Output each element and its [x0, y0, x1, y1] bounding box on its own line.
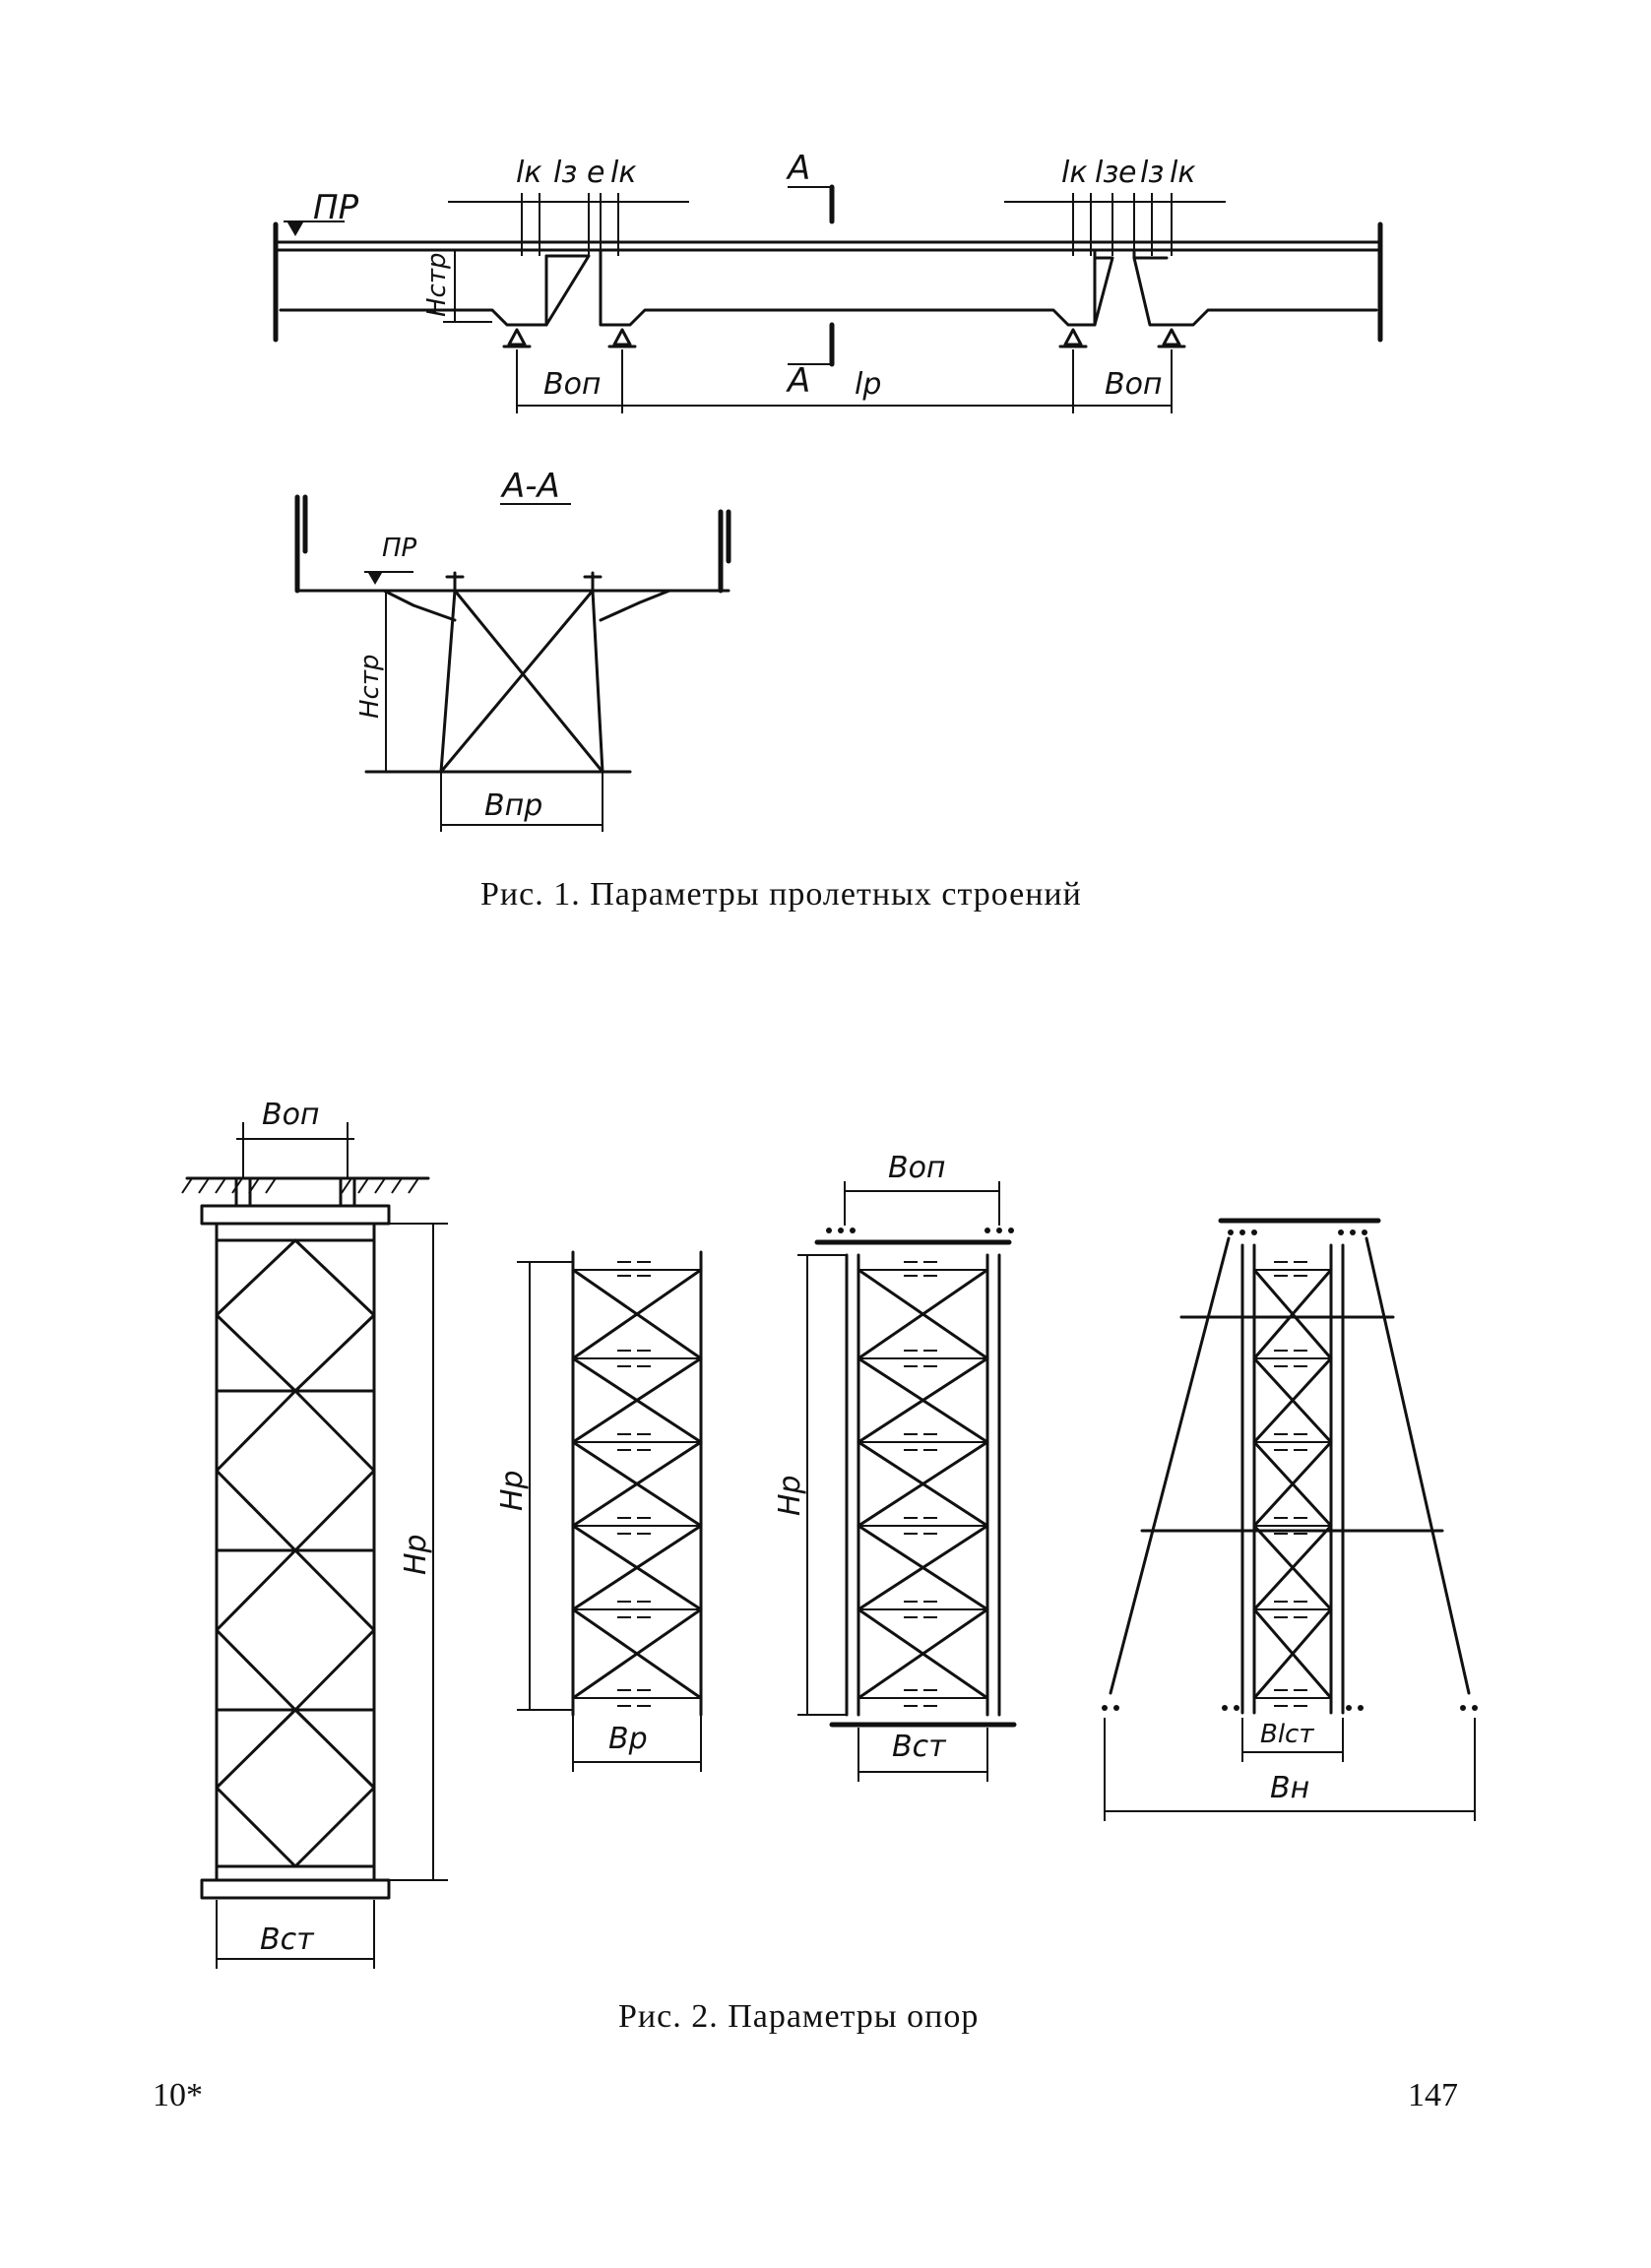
support-splayed: Blст Bн	[1102, 1218, 1478, 1821]
bearing-1	[502, 328, 532, 348]
level-marker-icon	[287, 222, 303, 236]
b-op-label-2: Bоп	[1105, 367, 1163, 402]
page-left-mark: 10*	[153, 2077, 203, 2113]
h-p-label-a: Hр	[399, 1534, 433, 1575]
h-str-label-section: Hстр	[355, 655, 385, 720]
section-a-a: A-A ПР Hстр Bпр	[294, 467, 731, 832]
page-number: 147	[1408, 2077, 1458, 2113]
b-n-label: Bн	[1270, 1771, 1309, 1805]
b-op-label-c: Bоп	[888, 1151, 946, 1185]
b-st-label-c: Bст	[892, 1730, 947, 1764]
lz-label-2: lз	[1095, 156, 1118, 190]
support-double: Bоп Hр	[773, 1151, 1017, 1782]
lz-label-1: lз	[553, 156, 577, 190]
e-label-1: e	[587, 156, 604, 190]
b-pr-label: Bпр	[484, 788, 542, 823]
bearing-3	[1058, 328, 1088, 348]
figure-2-caption: Рис. 2. Параметры опор	[618, 1998, 980, 2035]
bearing-4	[1157, 328, 1186, 348]
support-cross: Hр Bр	[495, 1250, 703, 1772]
bearing-2	[607, 328, 637, 348]
lk-label-2: lк	[610, 156, 636, 190]
level-label-section: ПР	[382, 534, 417, 563]
e-label-2: e	[1118, 156, 1136, 190]
support-diamond: Bоп Hр Bст	[181, 1098, 448, 1969]
b-op-label-1: Bоп	[543, 367, 602, 402]
section-mark-bottom: A	[786, 361, 810, 401]
h-p-label-c: Hр	[773, 1475, 807, 1516]
lz-label-3: lз	[1140, 156, 1164, 190]
l-p-label: lр	[855, 367, 881, 402]
section-title: A-A	[500, 467, 560, 506]
h-p-label-b: Hр	[495, 1470, 530, 1511]
b-lst-label: Blст	[1260, 1720, 1314, 1749]
lk-label-1: lк	[516, 156, 541, 190]
section-mark-top: A	[786, 149, 810, 188]
level-marker-icon	[368, 573, 382, 585]
level-label: ПР	[313, 188, 359, 227]
b-op-label-a: Bоп	[262, 1098, 320, 1132]
figure-1-caption: Рис. 1. Параметры пролетных строений	[480, 876, 1082, 913]
h-str-label: Hстр	[422, 253, 452, 318]
lk-label-4: lк	[1170, 156, 1195, 190]
lk-label-3: lк	[1061, 156, 1087, 190]
span-elevation: ПР Hстр lк lз e lк lк lз e lз lк A	[273, 149, 1383, 413]
b-st-label-a: Bст	[260, 1922, 315, 1957]
b-p-label-b: Bр	[608, 1722, 648, 1756]
